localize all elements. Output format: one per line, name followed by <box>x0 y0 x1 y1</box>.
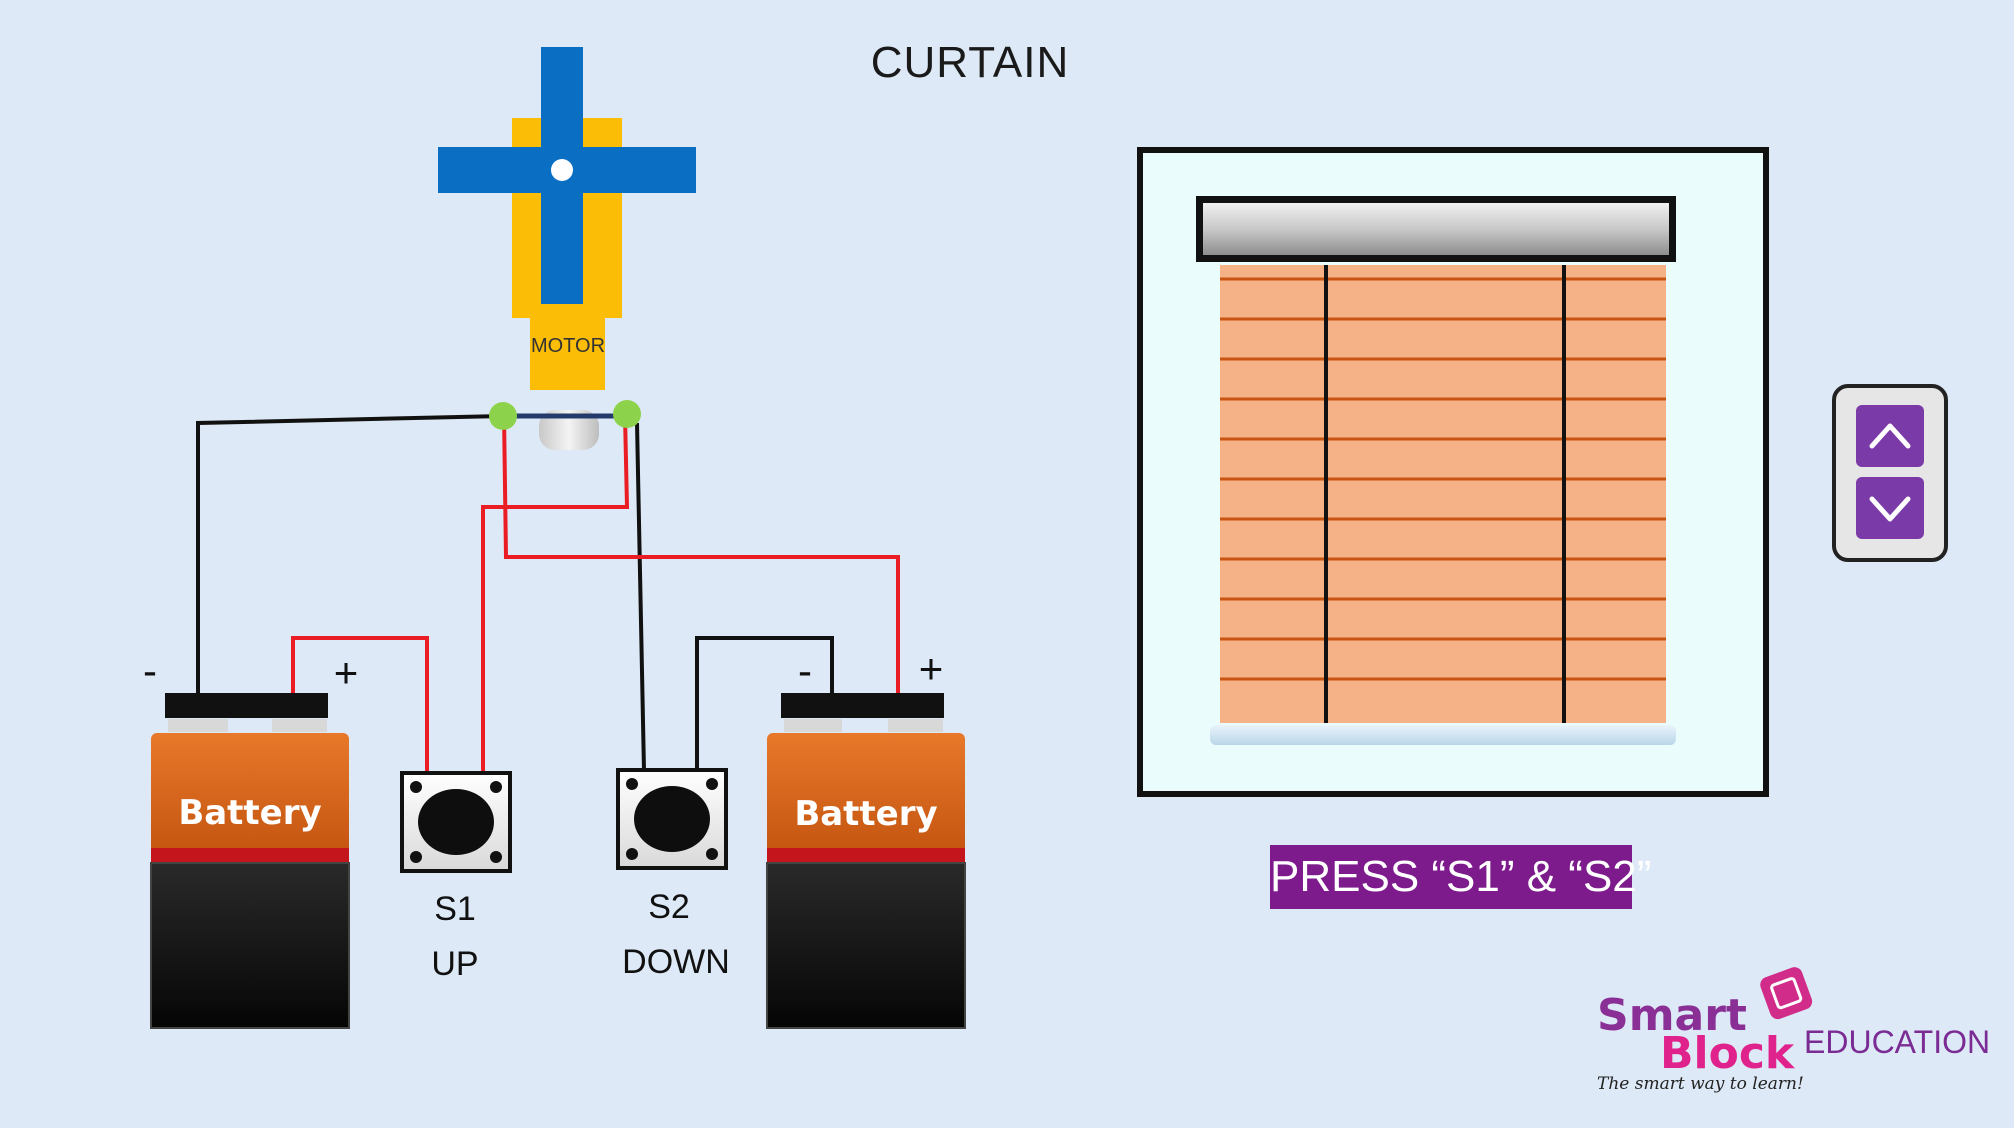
logo-block-text: Block <box>1660 1028 1796 1079</box>
blind-remote <box>1832 384 1948 562</box>
wire-red-s1-motor <box>481 414 630 775</box>
switch-s2-screw <box>626 778 638 790</box>
brand-tagline: The smart way to learn! <box>1597 1074 1804 1094</box>
switch-s2-id-label: S2 <box>648 888 690 926</box>
curtain-window <box>1137 147 1769 797</box>
battery-2-bottom <box>766 862 966 1029</box>
battery-2-terminal-positive <box>888 719 943 732</box>
switch-s1-button[interactable] <box>400 771 512 873</box>
battery-1-terminal-positive <box>272 719 327 732</box>
battery-1-plus: + <box>334 649 359 696</box>
switch-s2-cap <box>634 786 710 852</box>
motor-shaft <box>539 410 599 450</box>
propeller-hub <box>551 159 573 181</box>
smartblock-logo-mark: Smart Block <box>1597 967 1813 1079</box>
wire-black-battery1-motor <box>196 414 504 696</box>
wires <box>196 414 900 775</box>
switch-s1-action-label: UP <box>431 945 479 983</box>
motor-label: MOTOR <box>531 335 605 357</box>
logo-cube-inner <box>1770 977 1803 1010</box>
battery-1-top <box>151 733 349 854</box>
battery-1: Battery - + <box>143 647 359 1029</box>
switch-s1-cap <box>418 789 494 855</box>
battery-2-cap <box>781 693 944 718</box>
battery-2-minus: - <box>798 647 812 694</box>
wire-black-s2-motor <box>635 422 646 772</box>
switch-s1-screw <box>410 851 422 863</box>
battery-2-top <box>767 733 965 854</box>
logo-cube-icon <box>1760 967 1813 1020</box>
brand-suffix: EDUCATION <box>1804 1024 1991 1060</box>
switch-s1-id-label: S1 <box>434 890 476 928</box>
remote-down-bg <box>1856 477 1924 539</box>
switch-s2-button[interactable] <box>616 768 728 870</box>
battery-2-stripe <box>767 848 965 863</box>
page-title: CURTAIN <box>870 38 1070 87</box>
battery-1-stripe <box>151 848 349 863</box>
blind-bottom-rail <box>1210 725 1676 745</box>
battery-1-minus: - <box>143 647 157 694</box>
instruction-banner: PRESS “S1” & “S2” <box>1270 845 1651 909</box>
battery-1-label: Battery <box>178 793 321 833</box>
motor-terminal-left <box>489 402 517 430</box>
battery-2-terminal-negative <box>784 719 842 732</box>
logo-smart-text: Smart <box>1597 990 1747 1041</box>
wire-red-battery2-motor <box>502 414 900 696</box>
switch-s1-screw <box>490 851 502 863</box>
chevron-down-icon <box>1869 496 1911 522</box>
battery-1-terminal-negative <box>168 719 228 732</box>
switch-s2-screw <box>706 848 718 860</box>
switch-s2-action-label: DOWN <box>622 943 730 981</box>
battery-2-label: Battery <box>794 794 937 834</box>
battery-1-bottom <box>150 862 350 1029</box>
remote-up-button[interactable] <box>1856 405 1924 467</box>
switch-s2-screw <box>626 848 638 860</box>
blind-headrail <box>1203 203 1669 255</box>
chevron-up-icon <box>1869 423 1911 449</box>
blind-slats <box>1220 277 1666 681</box>
switch-s1-screw <box>490 781 502 793</box>
remote-up-bg <box>1856 405 1924 467</box>
wire-black-s2-battery2 <box>695 636 834 771</box>
motor: MOTOR <box>438 47 696 450</box>
blind-ladder-cords <box>1324 265 1566 723</box>
battery-2-plus: + <box>919 645 944 692</box>
switch-s2-screw <box>706 778 718 790</box>
remote-down-button[interactable] <box>1856 477 1924 539</box>
wire-red-battery1-s1 <box>291 636 429 775</box>
blind-panel <box>1220 265 1666 723</box>
switch-s1-screw <box>410 781 422 793</box>
battery-2: Battery - + <box>766 645 966 1029</box>
motor-terminal-right <box>613 400 641 428</box>
battery-1-cap <box>165 693 328 718</box>
